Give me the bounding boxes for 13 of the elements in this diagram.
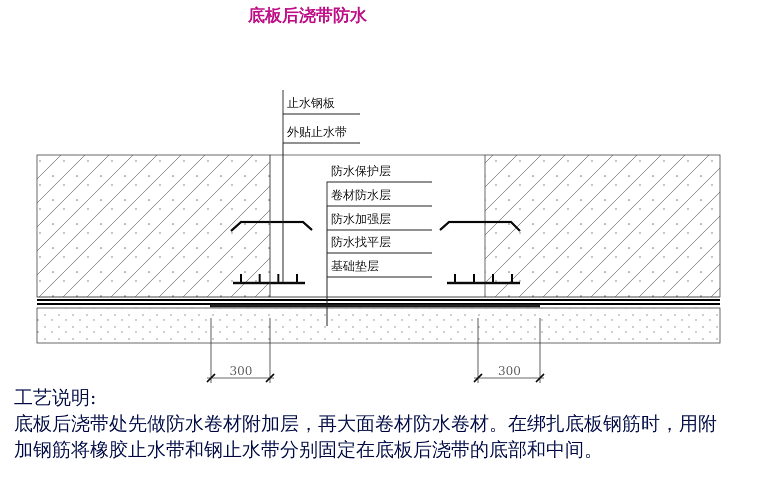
dimension-value: 300 — [498, 364, 521, 378]
dimension-value: 300 — [230, 364, 252, 378]
title: 底板后浇带防水 — [248, 5, 367, 27]
leader-label: 外贴止水带 — [287, 125, 347, 139]
leader-line — [282, 142, 360, 282]
leader-label: 防水找平层 — [331, 235, 391, 249]
leader-label: 防水加强层 — [331, 212, 391, 226]
note-paragraph: 底板后浇带处先做防水卷材附加层，再大面卷材防水卷材。在绑扎底板钢筋时，用附加钢筋将橡胶止水带和钢止水带分别固定在底板后浇带的底部和中间。 — [14, 412, 718, 463]
leader-label: 基础垫层 — [331, 259, 379, 273]
leader-label: 防水保护层 — [331, 164, 391, 178]
leader-label: 卷材防水层 — [331, 188, 391, 202]
note-heading: 工艺说明: — [14, 386, 96, 411]
leader-label: 止水钢板 — [287, 96, 335, 110]
